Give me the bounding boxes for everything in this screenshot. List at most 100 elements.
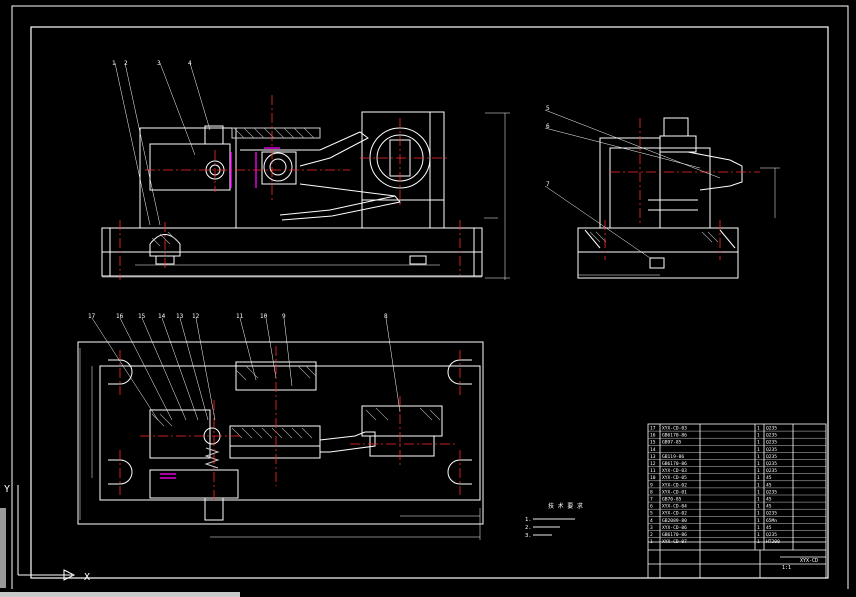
bom-cell: GB97-85 — [662, 440, 682, 446]
bom-cell: XYX-CD-03 — [662, 468, 687, 474]
bom-cell: GB6170-86 — [662, 433, 687, 439]
balloon-labels: 1 2 3 4 5 6 7 17 16 15 14 13 12 11 10 9 … — [88, 60, 550, 320]
bom-cell: 65Mn — [766, 518, 777, 524]
plan-hatching — [151, 365, 441, 439]
notes-title: 技 术 要 求 — [548, 502, 583, 510]
side-dimensions — [578, 167, 780, 276]
front-hatching — [151, 127, 315, 247]
status-bar-fill — [0, 592, 240, 597]
bom-cell: 1 — [757, 475, 760, 481]
ucs-y-label: Y — [4, 484, 10, 495]
bom-cell: HT200 — [766, 539, 780, 545]
side-view — [577, 117, 743, 279]
bom-cell: 6 — [650, 504, 653, 510]
balloon-8: 8 — [384, 313, 388, 320]
bom-cell: 14 — [650, 447, 656, 453]
bom-cell: 45 — [766, 482, 772, 488]
balloon-3: 3 — [157, 60, 161, 67]
side-leaders — [544, 109, 721, 259]
bom-cell: 15 — [650, 440, 656, 446]
note-scribbles — [533, 518, 575, 536]
bom-cell: 1 — [757, 461, 760, 467]
scroll-handle[interactable] — [0, 508, 6, 588]
balloon-5: 5 — [546, 105, 550, 112]
bom-cell: XYX-CD-03 — [662, 426, 687, 432]
bom-cell: Q235 — [766, 532, 777, 538]
bom-cell: GB2089-80 — [662, 518, 687, 524]
bom-cell: GB70-85 — [662, 497, 682, 503]
bom-cell: GB6170-86 — [662, 461, 687, 467]
bom-cell: 1 — [757, 426, 760, 432]
bom-cell: Q235 — [766, 454, 777, 460]
bom-table-frame — [647, 423, 827, 579]
bom-cell: 1 — [757, 497, 760, 503]
bom-cell: 4 — [650, 518, 653, 524]
bom-cell: 1 — [757, 433, 760, 439]
bom-cell: XYX-CD-02 — [662, 511, 687, 517]
bom-cell: 1 — [757, 489, 760, 495]
bom-cell: Q235 — [766, 489, 777, 495]
note-2: 2. — [525, 525, 532, 531]
bom-cell: 1 — [757, 511, 760, 517]
bom-title-code: XYX-CD — [800, 558, 818, 564]
bom-cell: 1 — [757, 468, 760, 474]
balloon-9: 9 — [282, 313, 286, 320]
balloon-13: 13 — [176, 313, 184, 320]
plan-centerlines — [119, 346, 461, 500]
bom-cell: 1 — [757, 447, 760, 453]
bom-cell: Q235 — [766, 461, 777, 467]
bom-scale: 1:1 — [782, 565, 791, 571]
plan-leaders — [91, 317, 401, 421]
bom-cell: 1 — [757, 525, 760, 531]
bom-cell: 1 — [757, 504, 760, 510]
bom-cell: 45 — [766, 497, 772, 503]
bom-cell: 8 — [650, 489, 653, 495]
technical-notes: 技 术 要 求 1. 2. 3. — [525, 502, 583, 539]
ucs-x-label: X — [84, 572, 90, 583]
plan-view — [77, 341, 484, 525]
balloon-16: 16 — [116, 313, 124, 320]
balloon-2: 2 — [124, 60, 128, 67]
plan-dimensions — [79, 348, 481, 540]
bom-cell: XYX-CD-07 — [662, 539, 687, 545]
bom-cell: GB119-86 — [662, 454, 684, 460]
balloon-6: 6 — [546, 123, 550, 130]
bom-cell: 1 — [757, 440, 760, 446]
bom-cell: Q235 — [766, 433, 777, 439]
balloon-17: 17 — [88, 313, 96, 320]
note-3: 3. — [525, 533, 532, 539]
bom-cell: 7 — [650, 497, 653, 503]
bom-cell: XYX-CD-04 — [662, 504, 687, 510]
bom-cell: 3 — [650, 525, 653, 531]
bom-cell: 45 — [766, 525, 772, 531]
bom-cell: 1 — [757, 532, 760, 538]
sheet-border — [11, 5, 849, 593]
side-hatching — [589, 231, 719, 243]
balloon-4: 4 — [188, 60, 192, 67]
balloon-15: 15 — [138, 313, 146, 320]
front-view — [101, 111, 483, 277]
bom-cell: 10 — [650, 475, 656, 481]
bom-cell: 1 — [650, 539, 653, 545]
bom-cell: 13 — [650, 454, 656, 460]
side-centerlines — [604, 118, 760, 260]
front-centerlines — [119, 95, 461, 280]
bom-cell: Q235 — [766, 468, 777, 474]
note-1: 1. — [525, 517, 532, 523]
ucs-icon: Y X — [4, 484, 90, 583]
bom-cell: 1 — [757, 482, 760, 488]
bom-title-block: XYX-CD 1:1 — [782, 558, 818, 571]
plan-highlights — [160, 473, 176, 479]
bom-cell: Q235 — [766, 447, 777, 453]
bom-cell: 1 — [757, 454, 760, 460]
balloon-10: 10 — [260, 313, 268, 320]
balloon-12: 12 — [192, 313, 200, 320]
status-strip — [0, 589, 856, 597]
bom-cell: 17 — [650, 426, 656, 432]
bom-cell: XYX-CD-02 — [662, 482, 687, 488]
bom-cell: 5 — [650, 511, 653, 517]
balloon-1: 1 — [112, 60, 116, 67]
bom-cell: 12 — [650, 461, 656, 467]
